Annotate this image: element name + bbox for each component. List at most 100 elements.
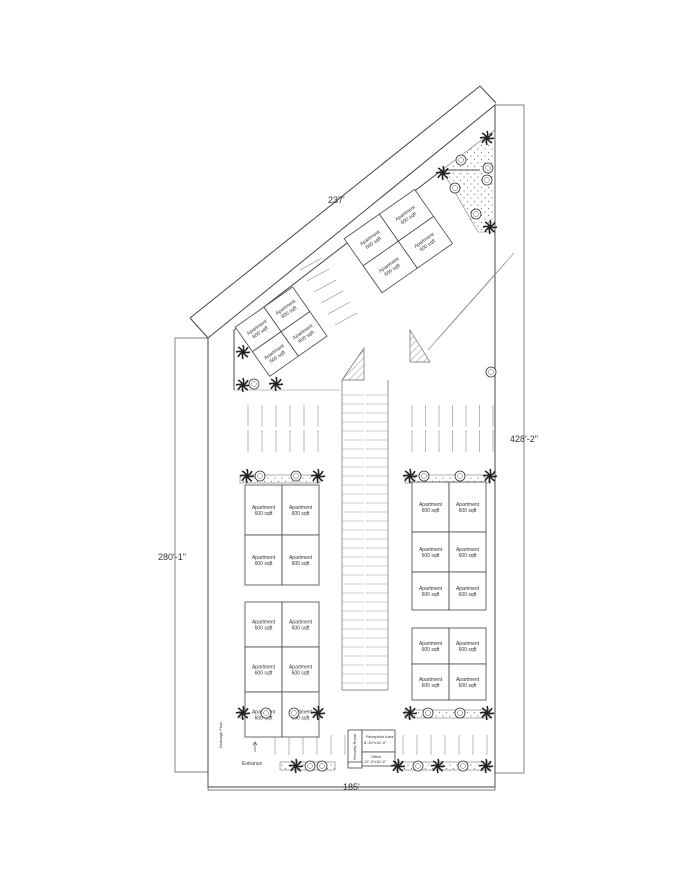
apartment-area: 600 sqft bbox=[255, 511, 273, 517]
apartment-label: Apartment bbox=[419, 502, 443, 508]
admin-buildings bbox=[347, 729, 396, 769]
dimension-top: 237' bbox=[328, 195, 345, 205]
apartment-area: 600 sqft bbox=[255, 671, 273, 677]
apartment-label: Apartment bbox=[252, 665, 276, 671]
shrub-icon bbox=[248, 378, 260, 390]
apartment-label: Apartment bbox=[456, 547, 480, 553]
apartment-label: Apartment bbox=[456, 641, 480, 647]
apartment-unit-outline bbox=[281, 534, 320, 586]
apartment-unit-outline bbox=[448, 571, 487, 611]
trees bbox=[235, 130, 498, 774]
apartment-area: 600 sqft bbox=[459, 683, 477, 689]
dimension-right: 428'-2" bbox=[510, 434, 538, 444]
apartment-unit-outline bbox=[448, 663, 487, 701]
shrub-icon bbox=[449, 182, 461, 194]
apartment-unit-outline bbox=[448, 627, 487, 665]
apartment-area: 600 sqft bbox=[292, 626, 310, 632]
apartment-unit-outline bbox=[280, 311, 328, 357]
apartment-label: Apartment bbox=[289, 505, 313, 511]
reception-size: 8'-10"x16'-0" bbox=[364, 740, 387, 745]
apartment-area: 600 sqft bbox=[422, 683, 440, 689]
apartment-label: Apartment bbox=[419, 641, 443, 647]
entrance-label: Entrance bbox=[242, 761, 262, 767]
reception-label: Reception Area bbox=[366, 734, 394, 739]
apartment-unit-outline bbox=[281, 646, 320, 693]
parking-stall-line bbox=[306, 268, 330, 282]
apartment-unit-outline bbox=[448, 481, 487, 533]
apartment-area: 600 sqft bbox=[422, 647, 440, 653]
palm-tree-icon bbox=[479, 705, 495, 721]
apartment-label: Apartment bbox=[289, 555, 313, 561]
palm-tree-icon bbox=[479, 130, 495, 146]
palm-tree-icon bbox=[435, 165, 451, 181]
apartment-unit-outline bbox=[281, 484, 320, 536]
shrub-icon bbox=[457, 760, 469, 772]
palm-tree-icon bbox=[430, 758, 446, 774]
shrub-icon bbox=[418, 470, 430, 482]
apartment-label: Apartment bbox=[456, 502, 480, 508]
apartment-area: 600 sqft bbox=[292, 561, 310, 567]
palm-tree-icon bbox=[478, 758, 494, 774]
apartment-label: Apartment bbox=[252, 620, 276, 626]
apartment-label: Apartment bbox=[456, 586, 480, 592]
apartment-area: 600 sqft bbox=[292, 671, 310, 677]
apartment-label: Apartment bbox=[419, 586, 443, 592]
entrance-arrow-icon bbox=[252, 741, 258, 752]
central-driveway bbox=[341, 380, 389, 691]
parking-stall-line bbox=[320, 290, 344, 304]
dimension-left: 280'-1" bbox=[158, 552, 186, 562]
apartment-area: 600 sqft bbox=[459, 553, 477, 559]
palm-tree-icon bbox=[390, 758, 406, 774]
shrub-icon bbox=[481, 174, 493, 186]
shrub-icon bbox=[316, 760, 328, 772]
shrub-icon bbox=[454, 707, 466, 719]
hatched-islands bbox=[341, 328, 431, 381]
palm-tree-icon bbox=[482, 219, 498, 235]
apartment-unit-outline bbox=[397, 215, 454, 269]
apartment-area: 600 sqft bbox=[422, 508, 440, 514]
parking-stall-line bbox=[334, 312, 358, 326]
apartment-label: Apartment bbox=[252, 555, 276, 561]
palm-tree-icon bbox=[268, 376, 284, 392]
parking-stall-line bbox=[313, 279, 337, 293]
apartment-label: Apartment bbox=[252, 505, 276, 511]
apartment-area: 600 sqft bbox=[459, 647, 477, 653]
apartment-unit-outline bbox=[411, 571, 450, 611]
shrub-icon bbox=[254, 470, 266, 482]
shrub-icon bbox=[290, 470, 302, 482]
palm-tree-icon bbox=[402, 468, 418, 484]
apartment-label: Apartment bbox=[419, 677, 443, 683]
dimension-lines bbox=[174, 104, 525, 791]
apartment-unit-outline bbox=[448, 531, 487, 573]
palm-tree-icon bbox=[235, 705, 251, 721]
palm-tree-icon bbox=[235, 377, 251, 393]
shrub-icon bbox=[304, 760, 316, 772]
